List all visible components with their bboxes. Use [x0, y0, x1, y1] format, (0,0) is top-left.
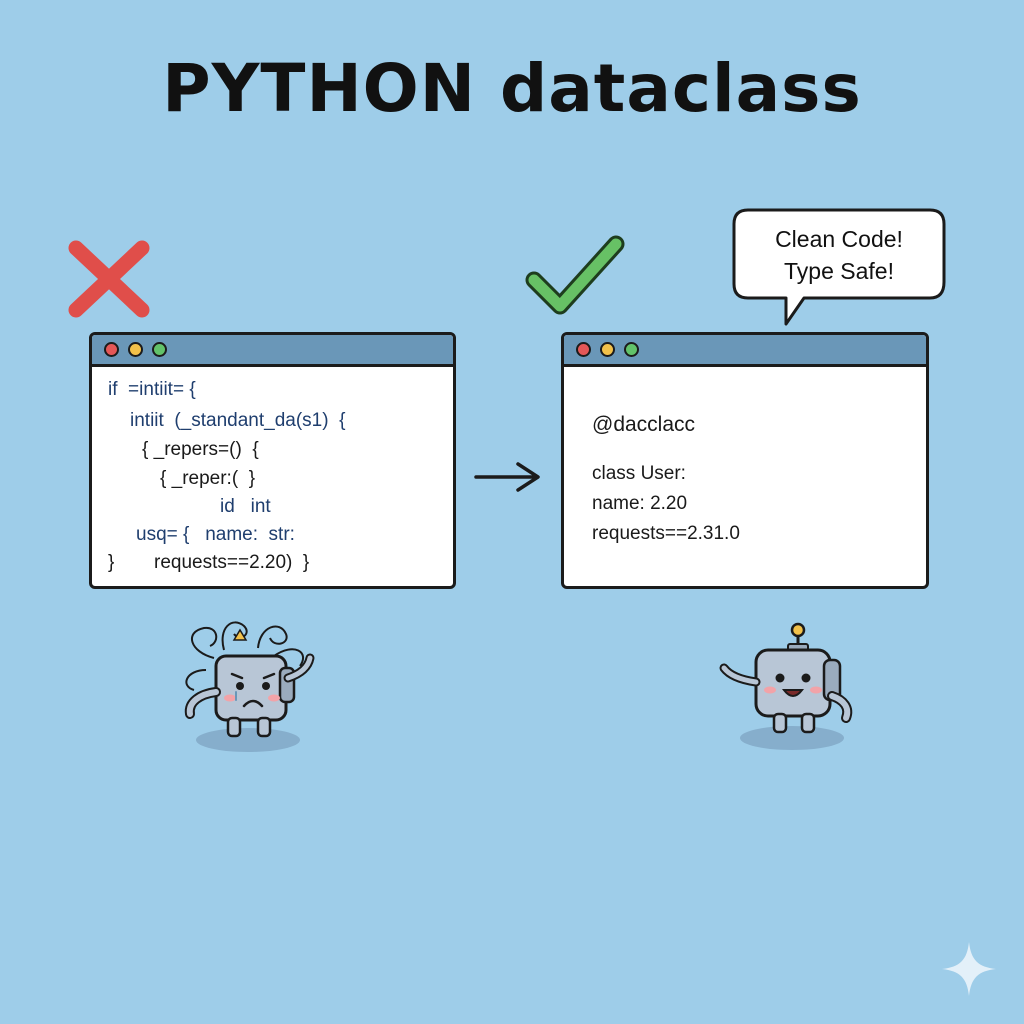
sad-robot-icon: [184, 621, 315, 752]
cross-icon: [68, 240, 150, 318]
code-line: name: 2.20: [592, 493, 688, 514]
code-line: requests==2.31.0: [592, 523, 740, 544]
code-line: class User:: [592, 463, 686, 484]
happy-robot-icon: [719, 622, 853, 750]
arrow-right-icon: [474, 462, 540, 492]
window-titlebar: [92, 335, 453, 367]
close-dot-icon[interactable]: [104, 342, 119, 357]
window-titlebar: [564, 335, 926, 367]
code-line: usq= { name: str:: [136, 524, 295, 545]
code-line: requests==2.20) }: [154, 552, 310, 573]
sparkle-icon: [942, 942, 996, 996]
minimize-dot-icon[interactable]: [600, 342, 615, 357]
code-line: intiit (_standant_da(s1) {: [130, 410, 346, 431]
check-icon: [525, 235, 625, 315]
code-line: @dacclacc: [592, 413, 696, 436]
speech-bubble: [732, 208, 946, 326]
minimize-dot-icon[interactable]: [128, 342, 143, 357]
code-line: id int: [220, 496, 271, 517]
code-line: }: [108, 552, 115, 573]
close-dot-icon[interactable]: [576, 342, 591, 357]
page-title: PYTHON dataclass: [162, 50, 862, 127]
messy-code-window: if =intiit= { intiit (_standant_da(s1) {…: [89, 332, 456, 589]
code-line: if =intiit= {: [108, 379, 196, 400]
bubble-line-type-safe: Type Safe!: [784, 258, 894, 284]
code-line: { _reper:( }: [160, 468, 256, 489]
bubble-line-clean-code: Clean Code!: [775, 226, 903, 252]
maximize-dot-icon[interactable]: [624, 342, 639, 357]
code-line: { _repers=() {: [142, 439, 259, 460]
clean-code-window: @dacclacc class User: name: 2.20 request…: [561, 332, 929, 589]
maximize-dot-icon[interactable]: [152, 342, 167, 357]
